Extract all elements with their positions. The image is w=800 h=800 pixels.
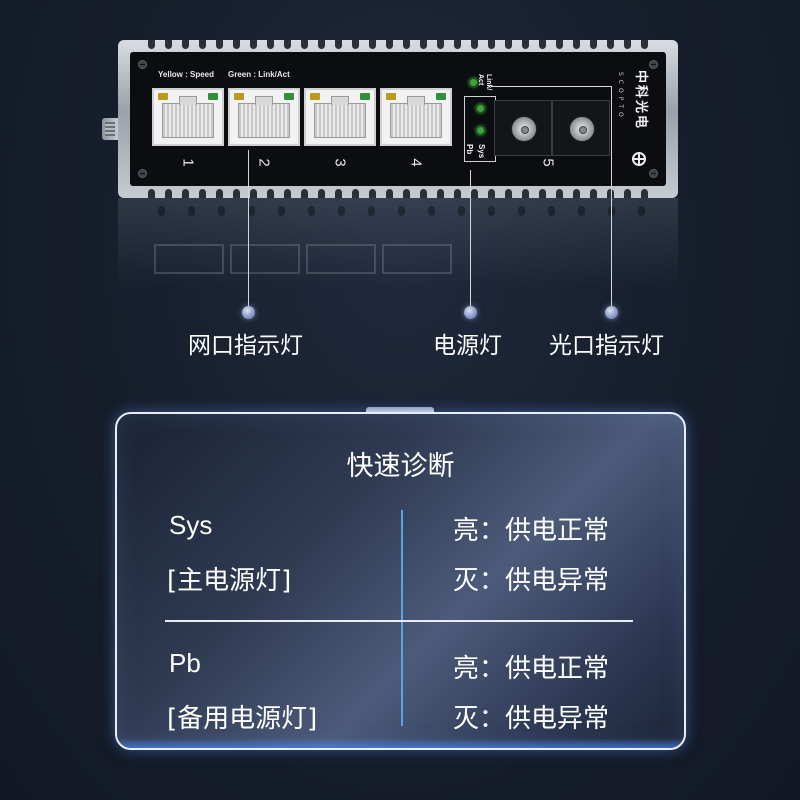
legend-green-link: Green : Link/Act: [228, 70, 290, 79]
link-act-label: Link/ Act: [477, 74, 492, 91]
sys-led-icon: [476, 126, 485, 135]
pb-off-status: 灭：供电异常: [453, 704, 610, 734]
port-number-1: 1: [179, 158, 197, 167]
pb-on-status: 亮：供电正常: [453, 654, 610, 684]
sys-name: Sys: [169, 510, 213, 540]
port-number-2: 2: [255, 158, 273, 167]
sys-label: Sys: [477, 144, 486, 159]
link-led-icon: [208, 93, 218, 100]
brand-english: SCOPTO: [617, 72, 624, 121]
power-led-leader-line: [470, 170, 471, 310]
legend-yellow-speed: Yellow : Speed: [158, 70, 215, 79]
rj45-port-1: [152, 88, 224, 146]
rj45-jack-icon: [238, 96, 290, 138]
sys-description: [主电源灯]: [167, 566, 292, 596]
top-fins: [148, 40, 648, 49]
front-panel: Yellow : Speed Green : Link/Act: [130, 52, 666, 186]
port-number-3: 3: [331, 158, 349, 167]
rj45-jack-icon: [390, 96, 442, 138]
screw-icon: [138, 60, 147, 69]
power-led-marker-icon: [464, 306, 477, 319]
device-reflection: [118, 198, 678, 288]
link-led-icon: [284, 93, 294, 100]
quick-diagnosis-card: 快速诊断 Sys [主电源灯] 亮：供电正常 灭：供电异常 Pb [备用电源灯]…: [115, 412, 686, 750]
pb-led-icon: [476, 104, 485, 113]
network-led-marker-icon: [242, 306, 255, 319]
optical-led-leader-line-v: [611, 86, 612, 310]
power-led-label: 电源灯: [433, 333, 502, 359]
sys-on-status: 亮：供电正常: [453, 516, 610, 546]
fiber-ferrule-icon: [569, 116, 595, 142]
rj45-port-3: [304, 88, 376, 146]
bottom-fins: [148, 189, 648, 198]
port-number-4: 4: [407, 158, 425, 167]
pb-description: [备用电源灯]: [167, 704, 318, 734]
screw-icon: [138, 169, 147, 178]
rj45-jack-icon: [162, 96, 214, 138]
vertical-divider: [401, 510, 403, 726]
speed-led-icon: [234, 93, 244, 100]
rj45-port-2: [228, 88, 300, 146]
card-title: 快速诊断: [346, 451, 455, 482]
link-led-icon: [360, 93, 370, 100]
fiber-port-tx: [494, 100, 552, 156]
optical-led-marker-icon: [605, 306, 618, 319]
speed-led-icon: [158, 93, 168, 100]
network-port-led-label: 网口指示灯: [188, 333, 303, 359]
link-led-icon: [436, 93, 446, 100]
horizontal-divider: [165, 620, 633, 622]
fiber-ferrule-icon: [511, 116, 537, 142]
screw-icon: [649, 169, 658, 178]
rj45-port-4: [380, 88, 452, 146]
sys-off-status: 灭：供电异常: [453, 566, 610, 596]
brand-name: 中科光电: [633, 70, 648, 131]
din-rail-clip: [102, 118, 120, 140]
optical-led-leader-line-h: [491, 86, 611, 87]
screw-icon: [649, 60, 658, 69]
link-act-led-icon: [469, 78, 478, 87]
speed-led-icon: [310, 93, 320, 100]
port-number-5: 5: [539, 158, 557, 167]
speed-led-icon: [386, 93, 396, 100]
fiber-port-rx: [552, 100, 610, 156]
optical-port-led-label: 光口指示灯: [549, 333, 664, 359]
pb-label: Pb: [465, 144, 474, 155]
network-led-leader-line: [248, 150, 249, 310]
pb-name: Pb: [169, 648, 201, 678]
switch-device: Yellow : Speed Green : Link/Act: [118, 40, 678, 198]
brand-logo-icon: [632, 152, 646, 166]
rj45-jack-icon: [314, 96, 366, 138]
